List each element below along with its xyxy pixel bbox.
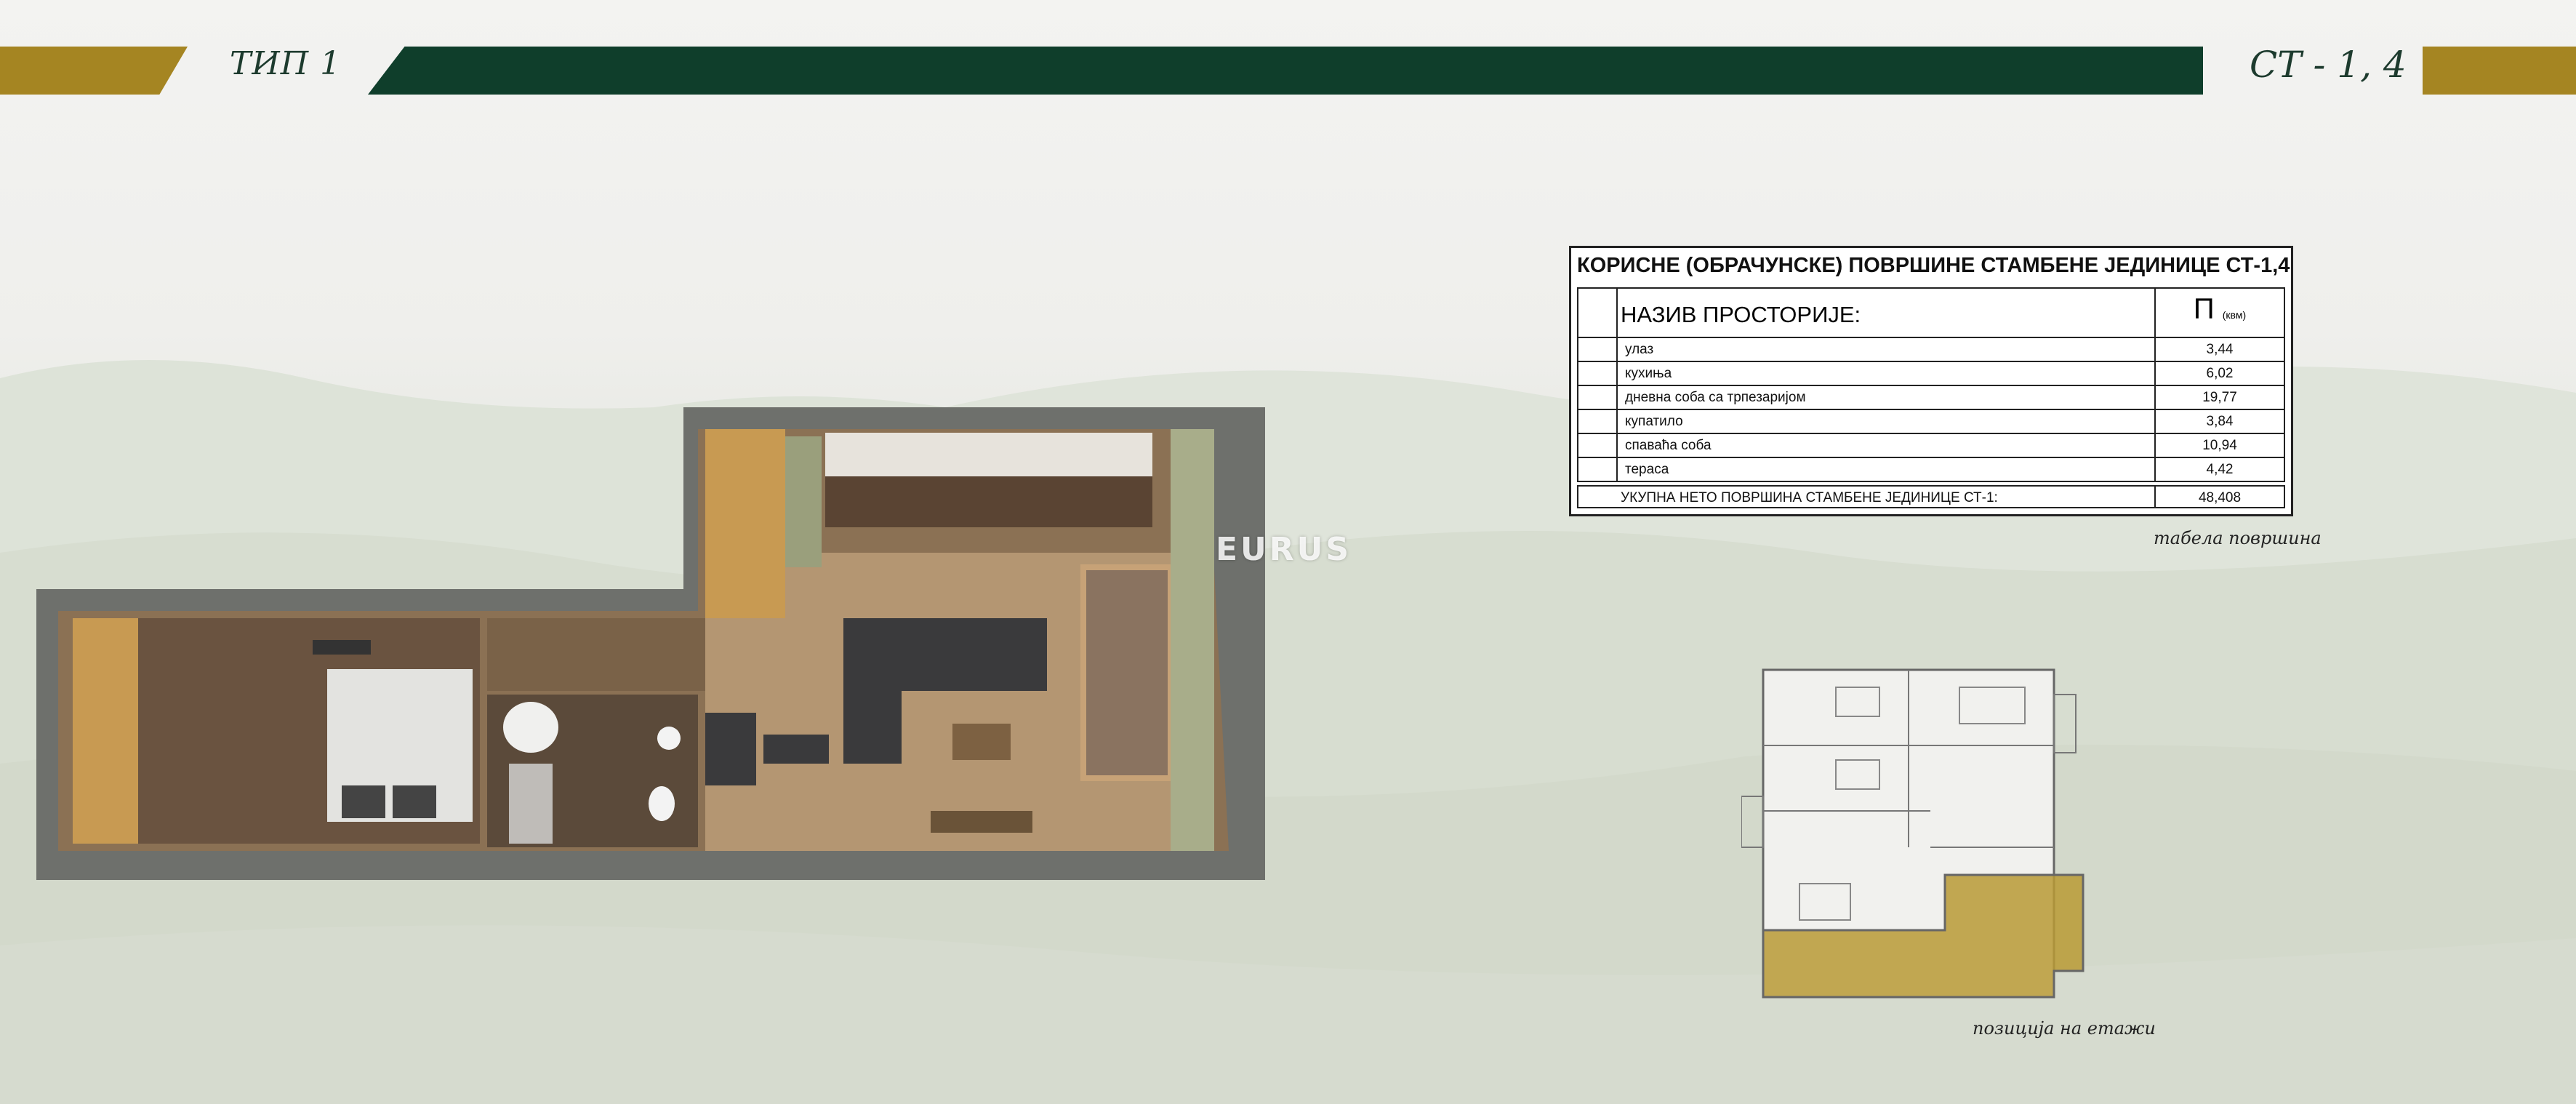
key-plan-highlighted-unit <box>1763 875 2083 997</box>
plan-sofa <box>843 618 1047 764</box>
watermark-logo: EURUS <box>1216 531 1352 568</box>
key-plan-caption: позиција на етажи <box>1973 1018 2156 1039</box>
header-accent-left <box>0 47 188 95</box>
unit-code-label: СТ - 1, 4 <box>2250 44 2407 86</box>
key-plan <box>1741 668 2085 999</box>
column-header-room: НАЗИВ ПРОСТОРИЈЕ: <box>1618 289 2156 337</box>
total-value: 48,408 <box>2198 490 2242 505</box>
column-header-area: П (квм) <box>2193 293 2247 325</box>
plan-kitchen-counter <box>825 433 1152 476</box>
header-bar <box>368 47 2203 95</box>
area-table-caption: табела површина <box>2154 528 2322 548</box>
area-table-total-row: УКУПНА НЕТО ПОВРШИНА СТАМБЕНЕ ЈЕДИНИЦЕ С… <box>1577 485 2285 508</box>
unit-type-label: ТИП 1 <box>230 45 342 82</box>
area-table-header: НАЗИВ ПРОСТОРИЈЕ: П (квм) <box>1578 289 2284 338</box>
floor-plan-render <box>36 407 1265 880</box>
plan-kitchen-wall <box>705 429 785 618</box>
total-label: УКУПНА НЕТО ПОВРШИНА СТАМБЕНЕ ЈЕДИНИЦЕ С… <box>1578 487 2156 507</box>
plan-bedroom-wardrobe <box>73 618 138 844</box>
plan-hallway <box>487 618 705 691</box>
plan-coffee-table <box>952 724 1011 760</box>
plan-terrace <box>1083 567 1171 778</box>
area-table-title: КОРИСНЕ (ОБРАЧУНСКЕ) ПОВРШИНЕ СТАМБЕНЕ Ј… <box>1577 254 2290 277</box>
header-accent-right <box>2423 47 2576 95</box>
area-table: КОРИСНЕ (ОБРАЧУНСКЕ) ПОВРШИНЕ СТАМБЕНЕ Ј… <box>1569 246 2293 516</box>
